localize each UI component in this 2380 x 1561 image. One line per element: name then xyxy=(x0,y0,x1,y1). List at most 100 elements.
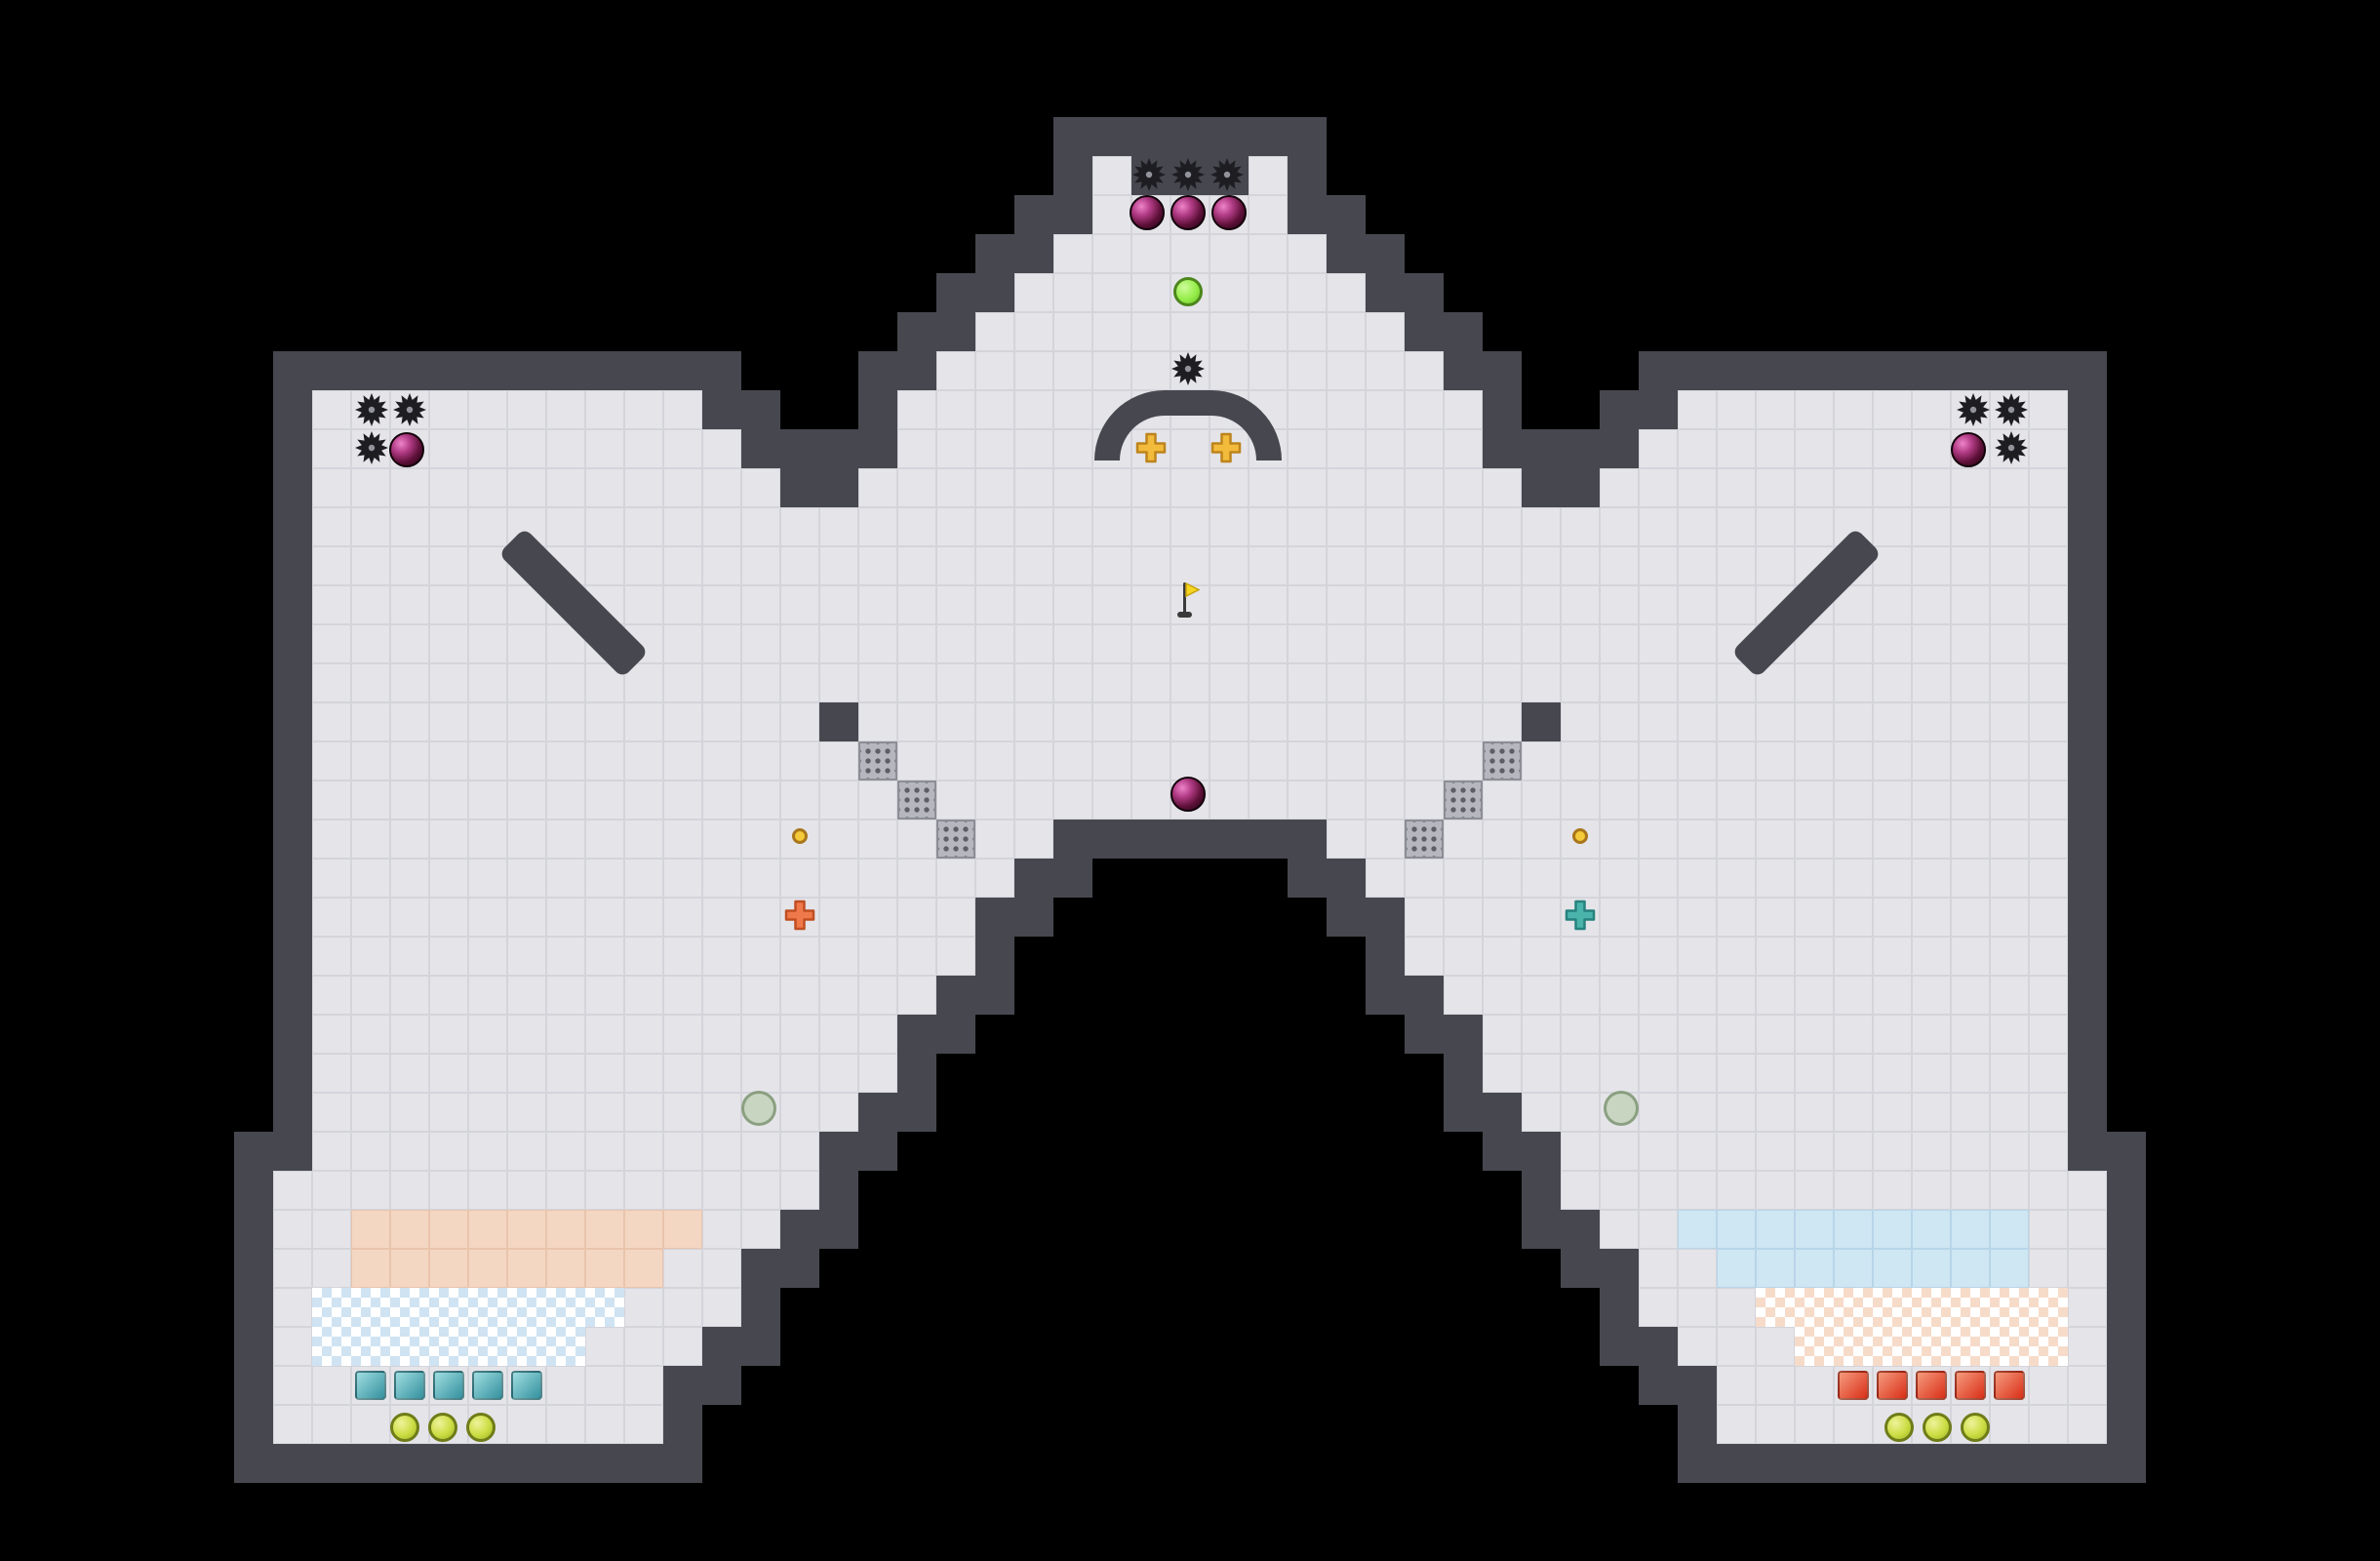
floor-tile xyxy=(858,820,897,859)
bomb-icon[interactable] xyxy=(1211,195,1247,230)
wall-tile xyxy=(2068,937,2107,976)
floor-tile xyxy=(1600,702,1639,741)
floor-tile xyxy=(1912,1132,1951,1171)
gate-tile xyxy=(1405,820,1444,859)
floor-tile xyxy=(2068,1210,2107,1249)
floor-tile xyxy=(702,1171,741,1210)
floor-tile xyxy=(1249,156,1288,195)
floor-tile xyxy=(1327,546,1366,585)
powerup-ball-icon[interactable] xyxy=(1961,1413,1990,1442)
floor-tile xyxy=(1131,273,1170,312)
bomb-icon[interactable] xyxy=(1170,777,1206,812)
wall-tile xyxy=(1444,1054,1483,1093)
floor-tile xyxy=(702,624,741,663)
button-icon[interactable] xyxy=(1572,828,1588,844)
wall-tile xyxy=(2068,859,2107,898)
floor-tile xyxy=(819,1093,858,1132)
boost-teal-icon[interactable] xyxy=(1564,899,1597,932)
floor-tile xyxy=(1873,1015,1912,1054)
button-icon[interactable] xyxy=(792,828,808,844)
portal-icon[interactable] xyxy=(1604,1091,1639,1126)
floor-tile xyxy=(1014,390,1053,429)
wall-tile xyxy=(1834,1444,1873,1483)
wall-tile xyxy=(819,1210,858,1249)
flag-icon[interactable] xyxy=(1170,580,1201,621)
floor-tile xyxy=(351,1405,390,1444)
peach-checker-endzone-tile xyxy=(1834,1327,1873,1366)
floor-tile xyxy=(351,663,390,702)
floor-tile xyxy=(1717,1405,1756,1444)
floor-tile xyxy=(1014,312,1053,351)
floor-tile xyxy=(858,1015,897,1054)
floor-tile xyxy=(780,624,819,663)
floor-tile xyxy=(273,1249,312,1288)
bomb-icon[interactable] xyxy=(1130,195,1165,230)
floor-tile xyxy=(429,507,468,546)
floor-tile xyxy=(975,312,1014,351)
floor-tile xyxy=(1092,585,1131,624)
floor-tile xyxy=(1014,702,1053,741)
floor-tile xyxy=(468,1132,507,1171)
floor-tile xyxy=(1951,1054,1990,1093)
floor-tile xyxy=(1170,468,1210,507)
floor-tile xyxy=(819,976,858,1015)
wall-tile xyxy=(1483,390,1522,429)
floor-tile xyxy=(1873,468,1912,507)
floor-tile xyxy=(1522,780,1561,820)
floor-tile xyxy=(1522,859,1561,898)
floor-tile xyxy=(702,546,741,585)
powerup-ball-icon[interactable] xyxy=(428,1413,457,1442)
boost-orange-icon[interactable] xyxy=(783,899,816,932)
floor-tile xyxy=(1014,273,1053,312)
floor-tile xyxy=(546,507,585,546)
wall-tile xyxy=(273,702,312,741)
wall-tile xyxy=(1405,312,1444,351)
floor-tile xyxy=(1014,507,1053,546)
floor-tile xyxy=(975,741,1014,780)
floor-tile xyxy=(1795,937,1834,976)
floor-tile xyxy=(1092,351,1131,390)
floor-tile xyxy=(1756,1171,1795,1210)
wall-tile xyxy=(468,1444,507,1483)
floor-tile xyxy=(1873,1171,1912,1210)
green-ball-icon[interactable] xyxy=(1173,277,1203,306)
floor-tile xyxy=(1990,898,2029,937)
floor-tile xyxy=(312,1132,351,1171)
wall-tile xyxy=(2068,702,2107,741)
floor-tile xyxy=(1249,312,1288,351)
floor-tile xyxy=(1834,820,1873,859)
floor-tile xyxy=(468,507,507,546)
floor-tile xyxy=(1912,741,1951,780)
powerup-ball-icon[interactable] xyxy=(1923,1413,1952,1442)
floor-tile xyxy=(585,1327,624,1366)
floor-tile xyxy=(312,820,351,859)
powerup-ball-icon[interactable] xyxy=(466,1413,496,1442)
floor-tile xyxy=(1951,780,1990,820)
powerup-ball-icon[interactable] xyxy=(390,1413,419,1442)
floor-tile xyxy=(1990,624,2029,663)
floor-tile xyxy=(546,1093,585,1132)
floor-tile xyxy=(936,390,975,429)
wall-tile xyxy=(1600,1288,1639,1327)
floor-tile xyxy=(1444,898,1483,937)
floor-tile xyxy=(1053,585,1092,624)
floor-tile xyxy=(1600,507,1639,546)
floor-tile xyxy=(1131,624,1170,663)
boost-yellow-icon[interactable] xyxy=(1134,431,1168,464)
bomb-icon[interactable] xyxy=(1170,195,1206,230)
portal-icon[interactable] xyxy=(741,1091,776,1126)
wall-tile xyxy=(2068,429,2107,468)
wall-tile xyxy=(273,1132,312,1171)
floor-tile xyxy=(1717,507,1756,546)
floor-tile xyxy=(1092,234,1131,273)
teal-spawn-pad-tile xyxy=(429,1366,468,1405)
peach-checker-endzone-tile xyxy=(1873,1327,1912,1366)
floor-tile xyxy=(1795,390,1834,429)
bomb-icon[interactable] xyxy=(1951,432,1986,467)
boost-yellow-icon[interactable] xyxy=(1210,431,1243,464)
gate-tile xyxy=(1444,780,1483,820)
wall-tile xyxy=(507,1444,546,1483)
floor-tile xyxy=(351,859,390,898)
bomb-icon[interactable] xyxy=(389,432,424,467)
powerup-ball-icon[interactable] xyxy=(1884,1413,1914,1442)
